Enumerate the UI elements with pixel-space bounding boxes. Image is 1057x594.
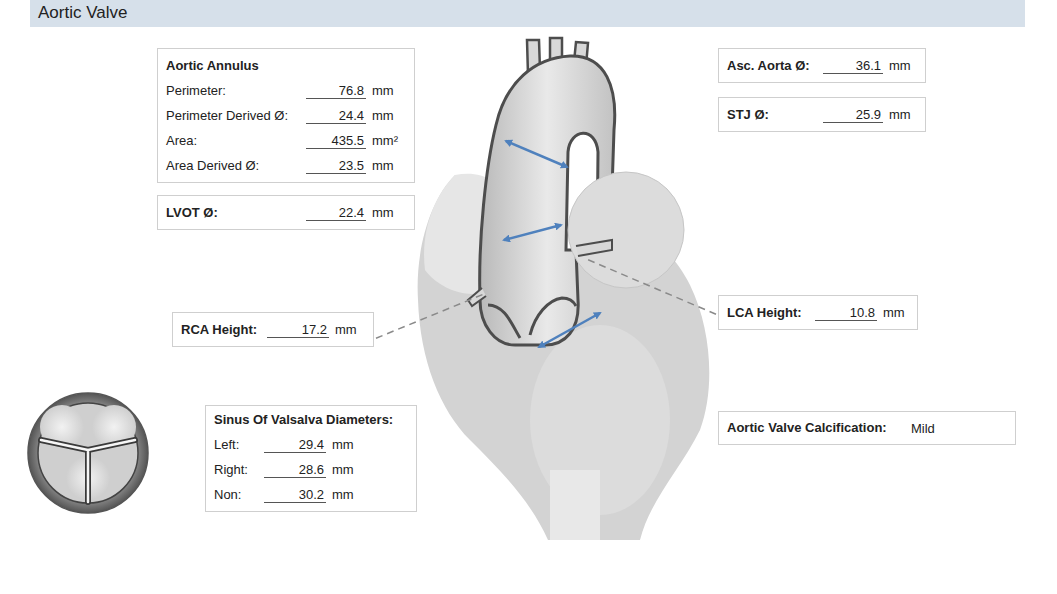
measure-box: STJ Ø:25.9 mm — [718, 97, 926, 132]
measure-label: Area Derived Ø: — [166, 157, 306, 174]
measure-row: Right:28.6 mm — [214, 461, 408, 478]
measure-row: LVOT Ø:22.4 mm — [166, 204, 406, 221]
measure-row: Area Derived Ø:23.5 mm — [166, 157, 406, 174]
measure-label: Area: — [166, 132, 306, 149]
measure-unit: mm — [372, 157, 406, 174]
measure-label: Perimeter: — [166, 82, 306, 99]
header-band: Aortic Valve — [30, 0, 1025, 27]
measure-arrows — [504, 141, 600, 347]
measure-row: LCA Height:10.8 mm — [727, 304, 909, 321]
leader-line — [584, 258, 716, 314]
pulmonary-trunk — [568, 172, 684, 288]
measure-row: RCA Height:17.2 mm — [181, 321, 365, 338]
measure-unit: mm — [335, 321, 365, 338]
measure-value: 30.2 — [264, 487, 326, 503]
page-title: Aortic Valve — [30, 0, 1025, 23]
lower-vessel — [550, 470, 600, 540]
measure-label: Left: — [214, 436, 264, 453]
valve-cusps — [488, 298, 576, 338]
measure-row: Non:30.2 mm — [214, 486, 408, 503]
measure-label: Aortic Valve Calcification: — [727, 419, 911, 436]
measure-unit: mm — [883, 304, 909, 321]
measure-value: 17.2 — [267, 322, 329, 338]
measure-label: Right: — [214, 461, 264, 478]
box-heading: Sinus Of Valsalva Diameters: — [214, 411, 408, 428]
measure-unit: mm — [372, 82, 406, 99]
left-coronary — [576, 240, 612, 256]
measure-box: LCA Height:10.8 mm — [718, 295, 918, 330]
measure-value: 28.6 — [264, 462, 326, 478]
measure-value: 25.9 — [823, 107, 883, 123]
measure-box: LVOT Ø:22.4 mm — [157, 195, 415, 230]
measure-box: Aortic Valve Calcification:Mild — [718, 411, 1016, 445]
measure-row: Aortic Valve Calcification:Mild — [727, 419, 1007, 436]
measure-label: LVOT Ø: — [166, 204, 306, 221]
measure-label: Non: — [214, 486, 264, 503]
measure-unit: mm² — [372, 132, 406, 149]
measure-row: Left:29.4 mm — [214, 436, 408, 453]
measure-value: 36.1 — [823, 58, 883, 74]
measure-value: Mild — [911, 421, 1007, 436]
measure-row: Perimeter:76.8 mm — [166, 82, 406, 99]
measure-label: STJ Ø: — [727, 106, 823, 123]
measure-unit: mm — [332, 436, 408, 453]
measure-value: 76.8 — [306, 83, 366, 99]
measure-label: RCA Height: — [181, 321, 267, 338]
leader-line — [376, 294, 484, 338]
measure-row: Area:435.5 mm² — [166, 132, 406, 149]
measure-row: Asc. Aorta Ø:36.1 mm — [727, 57, 917, 74]
measure-unit: mm — [372, 204, 406, 221]
measure-unit: mm — [889, 106, 917, 123]
measure-unit: mm — [372, 107, 406, 124]
measure-value: 23.5 — [306, 158, 366, 174]
box-heading: Aortic Annulus — [166, 57, 406, 74]
measure-label: Perimeter Derived Ø: — [166, 107, 306, 124]
measure-unit: mm — [889, 57, 917, 74]
measure-box: Sinus Of Valsalva Diameters:Left:29.4mmR… — [205, 405, 417, 512]
measure-row: Perimeter Derived Ø:24.4 mm — [166, 107, 406, 124]
measure-row: STJ Ø:25.9 mm — [727, 106, 917, 123]
measure-value: 29.4 — [264, 437, 326, 453]
valve-icon — [28, 393, 148, 513]
measure-unit: mm — [332, 486, 408, 503]
measure-label: Asc. Aorta Ø: — [727, 57, 823, 74]
measure-box: RCA Height:17.2 mm — [172, 312, 374, 347]
measure-value: 10.8 — [815, 305, 877, 321]
measure-value: 24.4 — [306, 108, 366, 124]
measure-box: Asc. Aorta Ø:36.1 mm — [718, 48, 926, 83]
measure-value: 22.4 — [306, 205, 366, 221]
measure-label: LCA Height: — [727, 304, 815, 321]
measure-box: Aortic AnnulusPerimeter:76.8mmPerimeter … — [157, 48, 415, 183]
measure-value: 435.5 — [306, 133, 366, 149]
measure-unit: mm — [332, 461, 408, 478]
